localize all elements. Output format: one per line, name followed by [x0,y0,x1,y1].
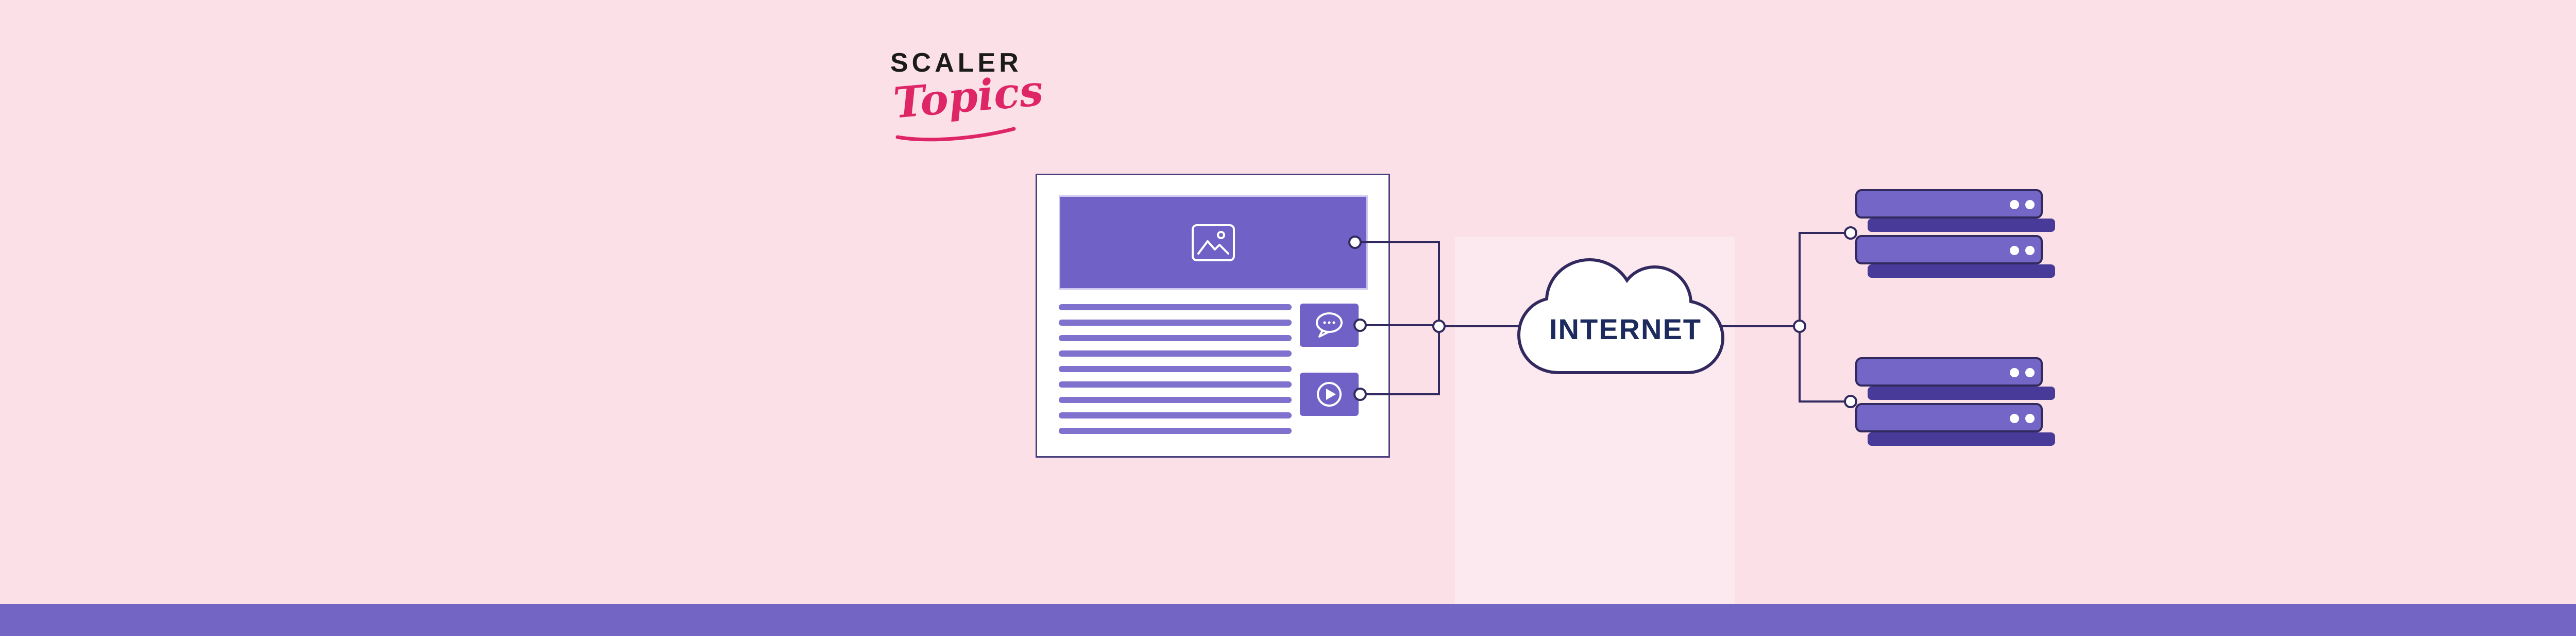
chat-bubble-icon [1316,312,1343,338]
internet-label: INTERNET [1549,313,1702,345]
server-shadow [1868,264,2055,278]
connector-line [1705,325,1800,327]
image-placeholder-icon [1192,224,1235,261]
text-line [1059,350,1292,357]
text-line [1059,335,1292,341]
internet-cloud [1517,258,1725,374]
connector-node [1844,226,1857,240]
server-unit [1855,189,2043,219]
server-led [2025,246,2035,255]
connector-line [1800,400,1851,403]
server-shadow [1868,387,2055,400]
logo-flourish-stroke [895,127,1016,142]
server-led [2010,368,2019,377]
chat-tile [1300,304,1359,347]
text-line [1059,381,1292,388]
connector-node [1348,236,1362,249]
connector-line [1799,232,1801,403]
text-line [1059,428,1292,434]
connector-node [1844,395,1857,408]
text-line [1059,412,1292,419]
connector-line [1438,241,1440,395]
scaler-topics-logo: SCALER Topics [890,47,1045,142]
server-led [2025,200,2035,209]
video-tile [1300,373,1359,416]
logo-brand-text: SCALER [890,48,1022,78]
connector-line [1365,324,1440,326]
connector-line [1355,241,1440,243]
server-unit [1855,403,2043,432]
webpage-banner [1059,195,1368,290]
server-led [2025,368,2035,377]
connector-line [1439,325,1542,327]
server-unit [1855,235,2043,264]
connector-line [1800,232,1851,234]
text-line [1059,304,1292,310]
footer-bar [0,604,2576,636]
connector-node [1353,388,1367,401]
connector-node [1432,320,1446,333]
connector-node [1353,319,1367,332]
play-icon [1317,382,1342,407]
server-led [2025,414,2035,423]
server-led [2010,414,2019,423]
connector-line [1365,393,1440,395]
server-shadow [1868,432,2055,446]
text-line [1059,397,1292,403]
server-unit [1855,357,2043,387]
connector-node [1793,320,1806,333]
text-line [1059,366,1292,372]
server-led [2010,200,2019,209]
server-led [2010,246,2019,255]
text-line [1059,320,1292,326]
server-shadow [1868,219,2055,232]
